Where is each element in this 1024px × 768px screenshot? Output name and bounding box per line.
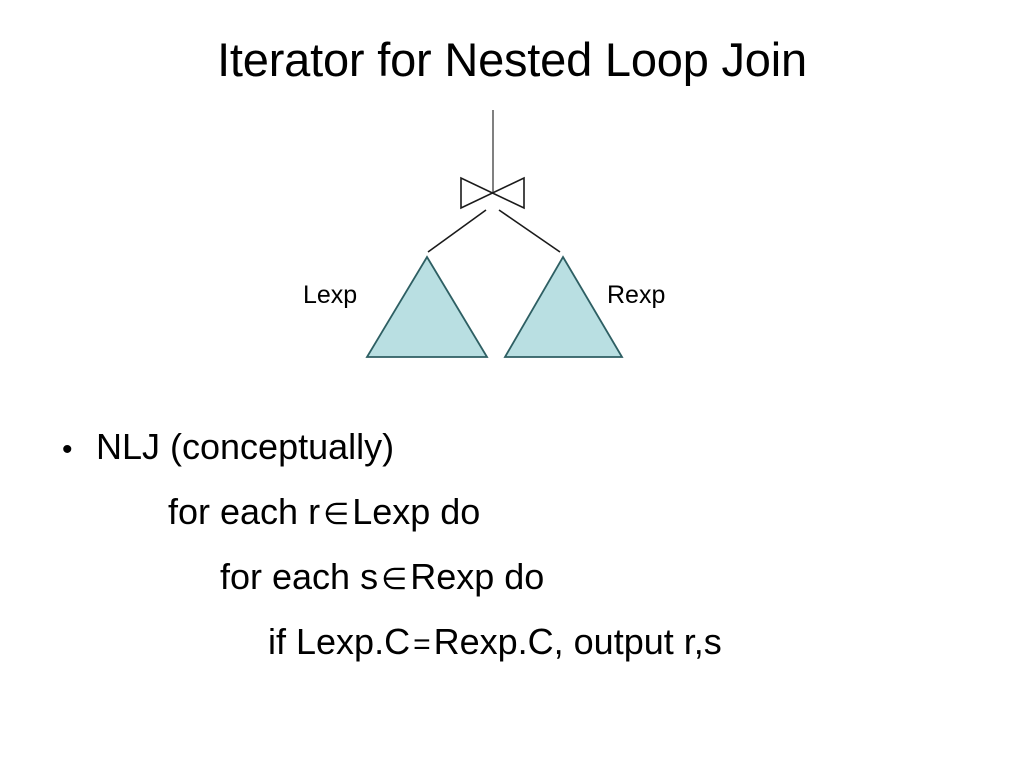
code-line-3-before: if Lexp.C bbox=[268, 621, 411, 662]
join-bowtie-icon bbox=[460, 176, 525, 210]
rexp-triangle bbox=[503, 255, 624, 358]
lexp-label: Lexp bbox=[303, 281, 358, 309]
element-of-icon: ∈ bbox=[381, 563, 408, 596]
code-line-2-before: for each s bbox=[220, 556, 379, 597]
code-line-1-after: Lexp do bbox=[352, 491, 481, 532]
element-of-icon: ∈ bbox=[323, 498, 350, 531]
code-line-if-output: if Lexp.C = Rexp.C, output r,s bbox=[268, 618, 722, 669]
edge-to-rexp bbox=[498, 209, 561, 253]
plan-tree-svg bbox=[365, 110, 624, 358]
equals-icon: = bbox=[413, 628, 431, 661]
page-title: Iterator for Nested Loop Join bbox=[217, 33, 807, 86]
rexp-label: Rexp bbox=[607, 281, 666, 309]
bullet-item-nlj: • NLJ (conceptually) bbox=[62, 423, 394, 474]
lexp-triangle bbox=[365, 255, 489, 358]
bullet-icon: • bbox=[62, 433, 73, 466]
code-line-for-each-r: for each r ∈ Lexp do bbox=[168, 488, 480, 539]
code-line-for-each-s: for each s ∈ Rexp do bbox=[220, 553, 544, 604]
code-line-3-after: Rexp.C, output r,s bbox=[433, 621, 722, 662]
edge-to-lexp bbox=[427, 209, 487, 253]
code-line-2-after: Rexp do bbox=[410, 556, 545, 597]
bullet-text-nlj: NLJ (conceptually) bbox=[96, 426, 395, 467]
query-plan-diagram: Lexp Rexp bbox=[0, 95, 1024, 385]
code-line-1-before: for each r bbox=[168, 491, 321, 532]
